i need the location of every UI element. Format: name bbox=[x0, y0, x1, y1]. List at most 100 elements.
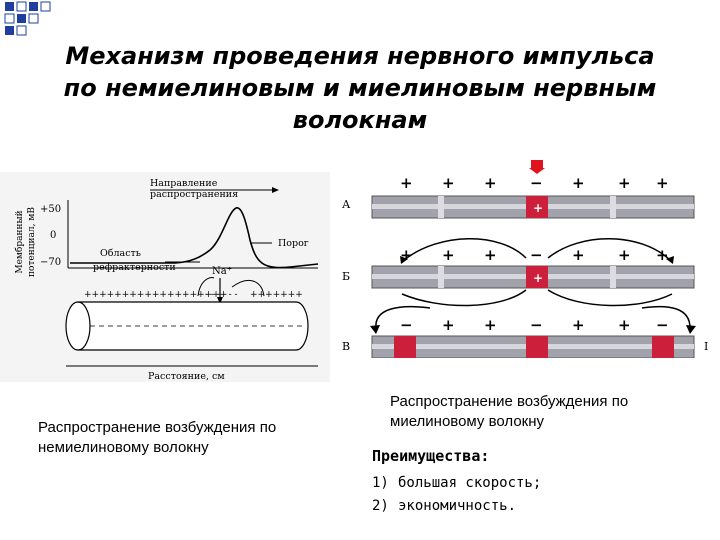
charge-plus: + bbox=[656, 246, 669, 264]
deco-square bbox=[17, 14, 26, 23]
sodium-arrowhead bbox=[217, 297, 223, 304]
charge-plus: + bbox=[442, 316, 455, 334]
local-current-arrow bbox=[641, 305, 691, 329]
local-current-arrow bbox=[375, 305, 431, 329]
charge-plus: + bbox=[442, 246, 455, 264]
node-of-ranvier bbox=[438, 266, 444, 288]
action-potential-curve bbox=[70, 207, 319, 269]
direction-arrowhead bbox=[272, 187, 279, 193]
row-label: А bbox=[342, 198, 351, 211]
node-of-ranvier bbox=[438, 196, 444, 218]
charge-minus: − bbox=[530, 174, 543, 192]
refractory-label: рефрактерности bbox=[93, 262, 176, 273]
node-of-ranvier-active bbox=[652, 336, 674, 358]
caption-line: миелиновому волокну bbox=[390, 413, 545, 430]
arrowhead bbox=[370, 325, 380, 334]
caption-line: Распространение возбуждения по bbox=[390, 393, 629, 410]
deco-square bbox=[28, 13, 39, 24]
deco-square bbox=[29, 2, 38, 11]
myelinated-fiber-figure: А + + + − + + + + Б + + + − + + + + bbox=[342, 160, 708, 358]
deco-square bbox=[5, 26, 14, 35]
charge-plus: + bbox=[656, 174, 669, 192]
row-label: Б bbox=[342, 270, 350, 283]
item-text: большая скорость; bbox=[398, 475, 542, 491]
membrane-charge-plus: +++++++++++++++++++ bbox=[84, 290, 227, 300]
threshold-label: Порог bbox=[278, 238, 309, 249]
refractory-label: Область bbox=[100, 248, 141, 259]
charge-minus: − bbox=[530, 316, 543, 334]
deco-square bbox=[4, 13, 15, 24]
arrowhead bbox=[666, 256, 674, 264]
local-current-arrow bbox=[231, 279, 265, 297]
axon-row-c: − + + − + + − bbox=[370, 305, 696, 358]
corner-decoration bbox=[4, 1, 51, 36]
title-line: Механизм проведения нервного импульса bbox=[65, 42, 655, 70]
local-current-arrow bbox=[547, 238, 671, 261]
axon-end bbox=[65, 301, 91, 351]
y-axis-label: потенциал, мВ bbox=[27, 207, 37, 277]
charge-plus: + bbox=[572, 174, 585, 192]
unmyelinated-fiber-figure: Мембранный потенциал, мВ +50 0 −70 Напра… bbox=[0, 172, 330, 382]
item-text: экономичность. bbox=[398, 498, 517, 514]
charge-plus: + bbox=[533, 271, 543, 285]
arrowhead bbox=[686, 325, 696, 334]
charge-minus: − bbox=[400, 316, 413, 334]
charge-plus: + bbox=[484, 246, 497, 264]
item-number: 2) bbox=[372, 498, 389, 514]
local-current-arrow bbox=[403, 238, 527, 261]
charge-plus: + bbox=[533, 201, 543, 215]
advantage-item: 2) экономичность. bbox=[372, 495, 541, 518]
axon-row-b: + + + − + + + + bbox=[371, 238, 695, 307]
charge-plus: + bbox=[618, 316, 631, 334]
edge-mark: I bbox=[704, 340, 708, 353]
advantage-item: 1) большая скорость; bbox=[372, 472, 541, 495]
stimulus-marker-arrow bbox=[529, 168, 545, 174]
node-of-ranvier-active bbox=[526, 196, 548, 218]
membrane-charge-plus: +++++++ bbox=[250, 290, 303, 300]
deco-square bbox=[16, 1, 27, 12]
local-current-arrow bbox=[401, 289, 527, 307]
tick-label: 0 bbox=[50, 230, 56, 241]
axon-row-a: + + + − + + + + bbox=[371, 174, 695, 219]
charge-plus: + bbox=[442, 174, 455, 192]
local-current-arrow bbox=[197, 277, 215, 297]
deco-square bbox=[5, 2, 14, 11]
row-label: В bbox=[342, 340, 350, 353]
node-of-ranvier-active bbox=[526, 266, 548, 288]
y-axis-label: Мембранный bbox=[14, 210, 25, 273]
tick-label: +50 bbox=[40, 204, 61, 215]
deco-square bbox=[16, 25, 27, 36]
node-of-ranvier bbox=[610, 196, 616, 218]
title-line: по немиелиновым и миелиновым нервным bbox=[63, 74, 657, 102]
distance-axis-label: Расстояние, см bbox=[148, 371, 225, 382]
caption-line: немиелиновому волокну bbox=[38, 439, 209, 456]
arrowhead bbox=[400, 256, 408, 264]
advantages-list: 1) большая скорость; 2) экономичность. bbox=[372, 472, 541, 518]
charge-minus: − bbox=[656, 316, 669, 334]
caption-unmyelinated: Распространение возбуждения по немиелино… bbox=[38, 418, 338, 458]
tick-label: −70 bbox=[40, 257, 61, 268]
direction-label: Направление bbox=[150, 178, 218, 189]
stimulus-marker bbox=[531, 160, 543, 169]
slide-title: Механизм проведения нервного импульса по… bbox=[30, 40, 690, 136]
charge-plus: + bbox=[484, 174, 497, 192]
charge-plus: + bbox=[618, 246, 631, 264]
local-current-arrow bbox=[547, 289, 673, 307]
charge-plus: + bbox=[400, 174, 413, 192]
caption-line: Распространение возбуждения по bbox=[38, 419, 277, 436]
membrane-charge-minus: - - - - - - bbox=[205, 290, 238, 300]
sodium-label: Na⁺ bbox=[212, 266, 232, 277]
charge-plus: + bbox=[572, 316, 585, 334]
advantages-title: Преимущества: bbox=[372, 447, 490, 465]
node-of-ranvier-active bbox=[394, 336, 416, 358]
charge-minus: − bbox=[530, 246, 543, 264]
item-number: 1) bbox=[372, 475, 389, 491]
charge-plus: + bbox=[400, 246, 413, 264]
charge-plus: + bbox=[618, 174, 631, 192]
node-of-ranvier bbox=[610, 266, 616, 288]
deco-square bbox=[40, 1, 51, 12]
charge-plus: + bbox=[484, 316, 497, 334]
title-line: волокнам bbox=[292, 106, 428, 134]
node-of-ranvier-active bbox=[526, 336, 548, 358]
caption-myelinated: Распространение возбуждения по миелиново… bbox=[390, 392, 700, 432]
